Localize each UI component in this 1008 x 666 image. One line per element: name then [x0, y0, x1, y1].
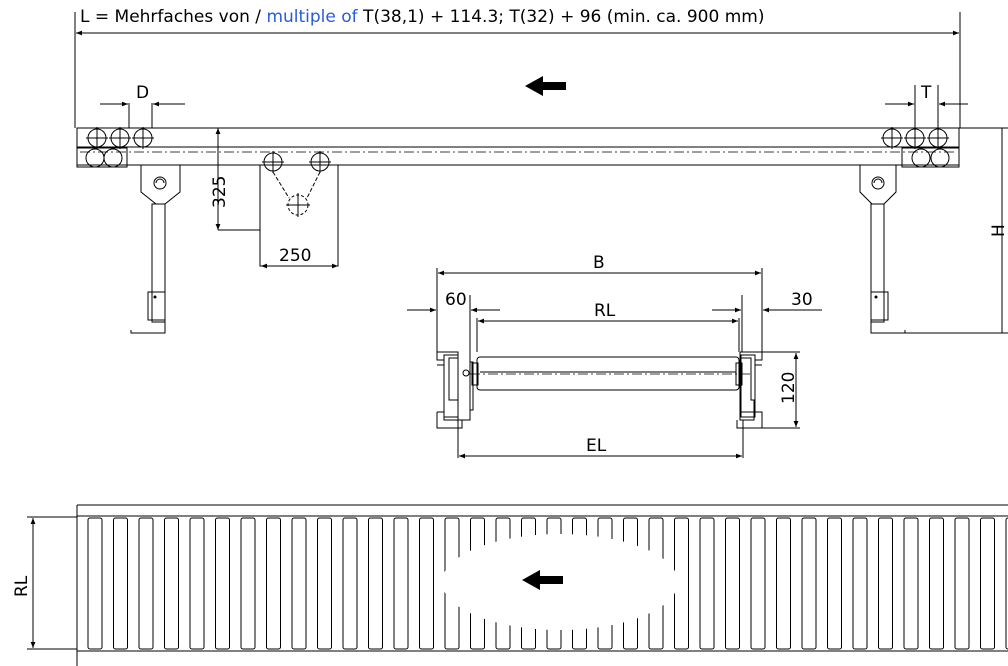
plan-roller	[929, 517, 944, 650]
plan-roller	[954, 517, 970, 650]
plan-roller	[215, 517, 230, 650]
profile-height-label: 120	[779, 372, 799, 404]
plan-roller	[113, 517, 128, 650]
rl-side-label: RL	[12, 575, 32, 597]
right-end-rollers	[881, 127, 960, 168]
t-label: T	[920, 83, 932, 103]
plan-roller	[291, 517, 307, 650]
plan-roller	[87, 517, 103, 650]
plan-roller	[138, 517, 154, 650]
drive-width-label: 250	[279, 246, 311, 266]
plan-roller	[240, 517, 256, 650]
right-support-leg	[859, 165, 906, 334]
plan-roller	[342, 517, 358, 650]
drive-depth-label: 325	[210, 176, 230, 208]
plan-roller	[164, 517, 179, 650]
plan-roller	[699, 517, 715, 650]
rl-label: RL	[594, 301, 616, 321]
carrying-roller	[470, 356, 752, 391]
plan-roller	[776, 517, 791, 650]
plan-roller	[980, 517, 995, 650]
offset-30-label: 30	[791, 290, 813, 310]
plan-roller	[393, 517, 409, 650]
left-arrow-icon	[522, 570, 563, 590]
plan-roller	[903, 517, 919, 650]
h-label: H	[989, 224, 1008, 237]
length-formula: L = Mehrfaches von / multiple of T(38,1)…	[80, 7, 764, 27]
plan-roller	[878, 517, 893, 650]
plan-roller	[852, 517, 868, 650]
plan-roller	[189, 517, 205, 650]
d-label: D	[136, 83, 149, 103]
left-support-leg	[130, 165, 181, 334]
b-label: B	[593, 253, 605, 273]
el-label: EL	[586, 436, 607, 456]
plan-view	[76, 504, 1008, 666]
left-end-rollers	[76, 127, 154, 168]
plan-roller	[419, 517, 434, 650]
plan-roller	[827, 517, 842, 650]
plan-roller	[368, 517, 383, 650]
plan-roller	[725, 517, 740, 650]
plan-roller	[750, 517, 766, 650]
plan-roller	[266, 517, 281, 650]
left-side-profile	[436, 351, 474, 429]
offset-60-label: 60	[445, 290, 467, 310]
plan-roller	[801, 517, 817, 650]
left-arrow-icon	[525, 76, 566, 96]
plan-roller	[317, 517, 332, 650]
